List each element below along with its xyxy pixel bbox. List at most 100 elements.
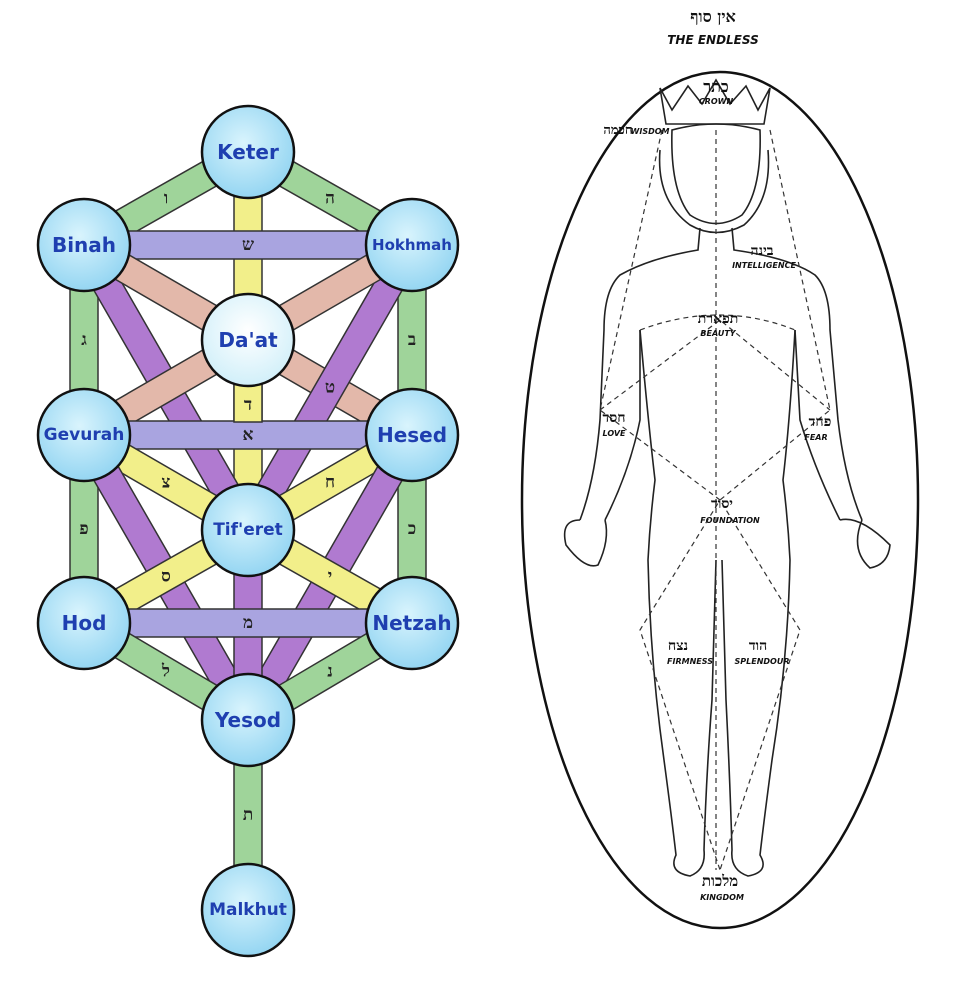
path-letter: ת <box>243 805 253 825</box>
firmness-label: FIRMNESS <box>667 657 713 666</box>
crown-label: CROWN <box>699 97 734 106</box>
sefira-label: Keter <box>217 140 279 164</box>
path-letter: ו <box>164 189 168 209</box>
path-letter: ח <box>325 473 335 493</box>
daat-path-letter: ד <box>244 395 252 415</box>
crown-hebrew: כתר <box>703 77 728 96</box>
wisdom-hebrew: חכמה <box>603 123 632 138</box>
left-arm-inner <box>604 330 641 521</box>
right-leg <box>721 559 791 877</box>
left-arm-outer <box>579 227 701 521</box>
love-label: LOVE <box>603 429 627 438</box>
crown-icon <box>659 78 771 125</box>
sefira-label: Gevurah <box>44 425 125 445</box>
path-letter: כ <box>408 519 416 539</box>
beard <box>658 149 770 234</box>
torso-right <box>782 329 796 561</box>
path-letter: ל <box>161 662 170 682</box>
right-hand <box>839 518 891 569</box>
figure-labels: כתר CROWN חכמה WISDOM בינה INTELLIGENCE … <box>603 77 832 902</box>
sefira-label: Netzah <box>372 611 451 635</box>
foundation-label: FOUNDATION <box>700 516 760 525</box>
sefira-circle <box>200 292 296 388</box>
beauty-hebrew: תפארת <box>698 311 739 327</box>
sefira-label: Hesed <box>377 423 447 447</box>
wisdom-label: WISDOM <box>631 127 670 136</box>
sefira-label: Yesod <box>214 708 281 732</box>
right-arm-outer <box>731 227 863 521</box>
sefira-circle <box>36 575 132 671</box>
love-hebrew: חסד <box>603 410 626 426</box>
sefira-label: Hokhmah <box>372 236 452 254</box>
sefira-circle <box>200 672 296 768</box>
path-letter: ה <box>325 189 335 209</box>
path-binah-hokhmah: ש <box>83 230 413 260</box>
left-hand <box>563 519 608 567</box>
path-letter: ב <box>408 330 416 350</box>
path-letter: פ <box>79 519 88 539</box>
sefira-hokhmah: Hokhmah <box>364 197 460 293</box>
splendour-hebrew: הוד <box>749 638 767 654</box>
sefira-keter: Keter <box>200 104 296 200</box>
sefira-circle <box>200 862 296 958</box>
sefira-circle <box>36 197 132 293</box>
path-letter: ס <box>161 567 171 587</box>
sefira-hod: Hod <box>36 575 132 671</box>
foundation-hebrew: יסוד <box>711 496 733 512</box>
path-letter: נ <box>327 662 333 682</box>
sefira-circle <box>200 482 296 578</box>
path-letter: ש <box>242 235 254 255</box>
sefira-malkhut: Malkhut <box>200 862 296 958</box>
intelligence-hebrew: בינה <box>750 243 773 259</box>
endless-oval <box>520 70 920 930</box>
sefira-binah: Binah <box>36 197 132 293</box>
path-gevurah-hesed: א <box>83 420 413 450</box>
sefirot-lines <box>599 129 831 871</box>
kingdom-hebrew: מלכות <box>702 872 738 890</box>
intelligence-label: INTELLIGENCE <box>732 261 796 270</box>
sefira-yesod: Yesod <box>200 672 296 768</box>
path-hod-netzah: מ <box>83 608 413 638</box>
path-letter: א <box>243 425 254 445</box>
sefira-tiferet: Tif'eret <box>200 482 296 578</box>
sefira-circle <box>364 197 460 293</box>
adam-kadmon-figure: אין סוף THE ENDLESS <box>520 7 920 930</box>
torso-left <box>639 329 656 561</box>
sefira-label: Binah <box>52 233 116 257</box>
path-bar <box>83 420 413 450</box>
left-leg <box>647 559 717 877</box>
path-letter: ג <box>81 330 87 350</box>
fear-label: FEAR <box>804 433 827 442</box>
path-letter: מ <box>243 613 253 633</box>
right-arm-inner <box>794 329 841 521</box>
sefira-circle <box>200 104 296 200</box>
sefira-label: Malkhut <box>209 900 287 920</box>
path-letter: צ <box>162 473 171 493</box>
path-letter: ט <box>325 378 335 398</box>
sefira-netzah: Netzah <box>364 575 460 671</box>
beauty-label: BEAUTY <box>700 329 736 338</box>
kingdom-label: KINGDOM <box>700 893 744 902</box>
path-bar <box>83 230 413 260</box>
sefira-label: Da'at <box>218 328 278 352</box>
sefira-label: Hod <box>62 611 107 635</box>
daat-path: ד <box>233 381 263 423</box>
sefira-hesed: Hesed <box>364 387 460 483</box>
sefira-circle <box>364 575 460 671</box>
path-letter: י <box>328 567 332 587</box>
firmness-hebrew: נצח <box>668 638 688 654</box>
sefira-circle <box>36 387 132 483</box>
sefira-gevurah: Gevurah <box>36 387 132 483</box>
sefira-daat: Da'at <box>200 292 296 388</box>
splendour-label: SPLENDOUR <box>735 657 790 666</box>
endless-hebrew: אין סוף <box>690 7 736 26</box>
endless-label: THE ENDLESS <box>667 33 759 47</box>
fear-hebrew: פחד <box>809 414 832 430</box>
human-body-outline <box>563 78 891 877</box>
tree-of-life-diagram: והגשגעקבטזאפצכחסירמלנת ד KeterBinahHokhm… <box>36 104 460 958</box>
head <box>671 123 761 225</box>
sefira-circle <box>364 387 460 483</box>
sefira-label: Tif'eret <box>213 520 283 540</box>
